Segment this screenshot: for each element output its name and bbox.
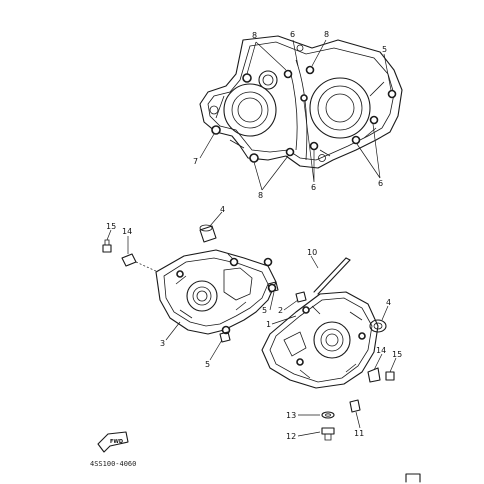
callout-15: 15 — [106, 222, 116, 231]
callout-12: 12 — [286, 432, 296, 441]
callout-6: 6 — [378, 179, 383, 188]
callout-8: 8 — [252, 31, 257, 40]
callout-6: 6 — [311, 183, 316, 192]
left-loose-parts — [102, 224, 279, 343]
callout-5: 5 — [382, 45, 387, 54]
callout-5: 5 — [205, 360, 210, 369]
callout-10: 10 — [307, 248, 317, 257]
callout-labels: 8 6 8 5 7 6 6 8 4 15 14 10 5 2 1 4 3 5 1… — [106, 30, 402, 441]
callout-7: 7 — [193, 157, 198, 166]
crankcase-top-view — [199, 35, 403, 169]
right-loose-parts — [295, 257, 395, 441]
callout-6: 6 — [290, 30, 295, 39]
callout-5: 5 — [262, 306, 267, 315]
left-crankcase-half — [155, 249, 277, 335]
top-leaders — [199, 39, 392, 191]
callout-1: 1 — [266, 320, 271, 329]
callout-4: 4 — [386, 298, 391, 307]
callout-14: 14 — [122, 227, 132, 236]
fwd-arrow-icon: FWD — [97, 431, 129, 453]
callout-13: 13 — [286, 411, 296, 420]
right-crankcase-half — [261, 291, 379, 389]
callout-14: 14 — [376, 346, 386, 355]
drawing-code: 4SS100-4060 — [90, 460, 136, 468]
callout-15: 15 — [392, 350, 402, 359]
callout-11: 11 — [354, 429, 364, 438]
callout-4: 4 — [220, 205, 225, 214]
callout-8: 8 — [324, 30, 329, 39]
callout-3: 3 — [160, 339, 165, 348]
callout-2: 2 — [278, 306, 283, 315]
fwd-label: FWD — [110, 439, 123, 445]
callout-8: 8 — [258, 191, 263, 200]
exploded-leaders — [106, 211, 397, 437]
corner-bracket-icon — [405, 473, 421, 483]
